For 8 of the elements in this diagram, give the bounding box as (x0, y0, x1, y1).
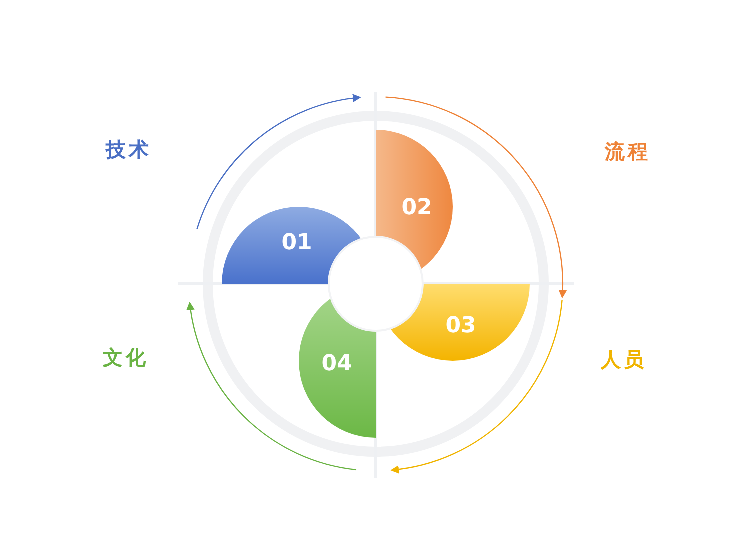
category-label: 流程 (605, 138, 651, 166)
step-number: 04 (322, 352, 352, 376)
category-label: 技术 (106, 136, 152, 164)
step-number: 03 (446, 314, 476, 338)
step-number: 02 (402, 196, 432, 220)
step-number: 01 (282, 230, 312, 256)
category-label: 文化 (103, 344, 149, 372)
category-label: 人员 (601, 346, 647, 374)
